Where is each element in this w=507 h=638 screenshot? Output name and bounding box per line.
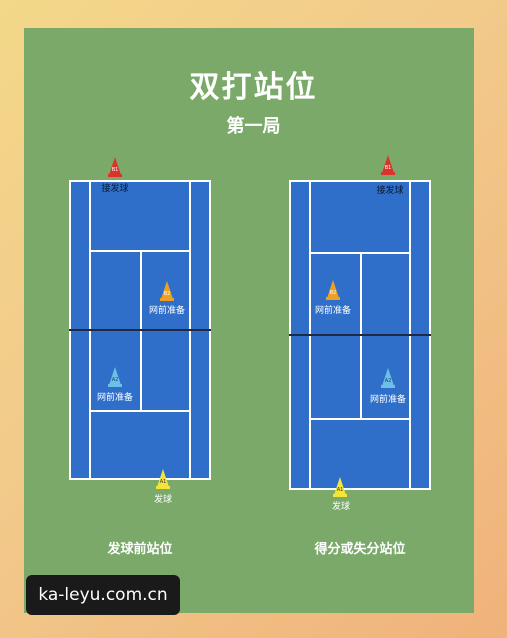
- right-b1-marker-icon: B1: [381, 155, 395, 175]
- left-a2-marker-icon: A2: [108, 367, 122, 387]
- right-a1-marker-icon: A1: [333, 477, 347, 497]
- page-subtitle: 第一局: [226, 116, 281, 137]
- left-a1-marker-icon: A1: [156, 469, 170, 489]
- svg-text:A1: A1: [160, 479, 167, 485]
- left-b2-marker-icon: B2: [160, 281, 174, 301]
- right-b2-marker-icon: B2: [326, 280, 340, 300]
- left-net: [69, 329, 211, 331]
- left-b1-marker-icon: B1: [108, 157, 122, 177]
- right-net: [289, 334, 431, 336]
- watermark-link[interactable]: ka-leyu.com.cn: [26, 575, 180, 615]
- right-a2-marker-icon: A2: [381, 368, 395, 388]
- svg-text:A1: A1: [337, 487, 344, 493]
- svg-text:A2: A2: [385, 378, 392, 384]
- right-center-service-line: [360, 252, 362, 420]
- right-a2-label: 网前准备: [369, 395, 407, 405]
- left-a1-label: 发球: [153, 495, 173, 505]
- svg-text:B1: B1: [112, 167, 119, 173]
- left-court-caption: 发球前站位: [107, 542, 173, 557]
- left-a2-label: 网前准备: [96, 393, 134, 403]
- left-b2-label: 网前准备: [148, 306, 186, 316]
- left-center-service-line: [140, 250, 142, 412]
- right-b2-label: 网前准备: [314, 306, 352, 316]
- right-court-caption: 得分或失分站位: [314, 542, 406, 557]
- svg-text:B2: B2: [164, 291, 171, 297]
- svg-text:B2: B2: [330, 290, 337, 296]
- svg-text:B1: B1: [385, 165, 392, 171]
- left-b1-label: 接发球: [101, 184, 129, 194]
- page-title: 双打站位: [189, 70, 318, 105]
- right-a1-label: 发球: [331, 502, 351, 512]
- right-b1-label: 接发球: [376, 186, 404, 196]
- svg-text:A2: A2: [112, 377, 119, 383]
